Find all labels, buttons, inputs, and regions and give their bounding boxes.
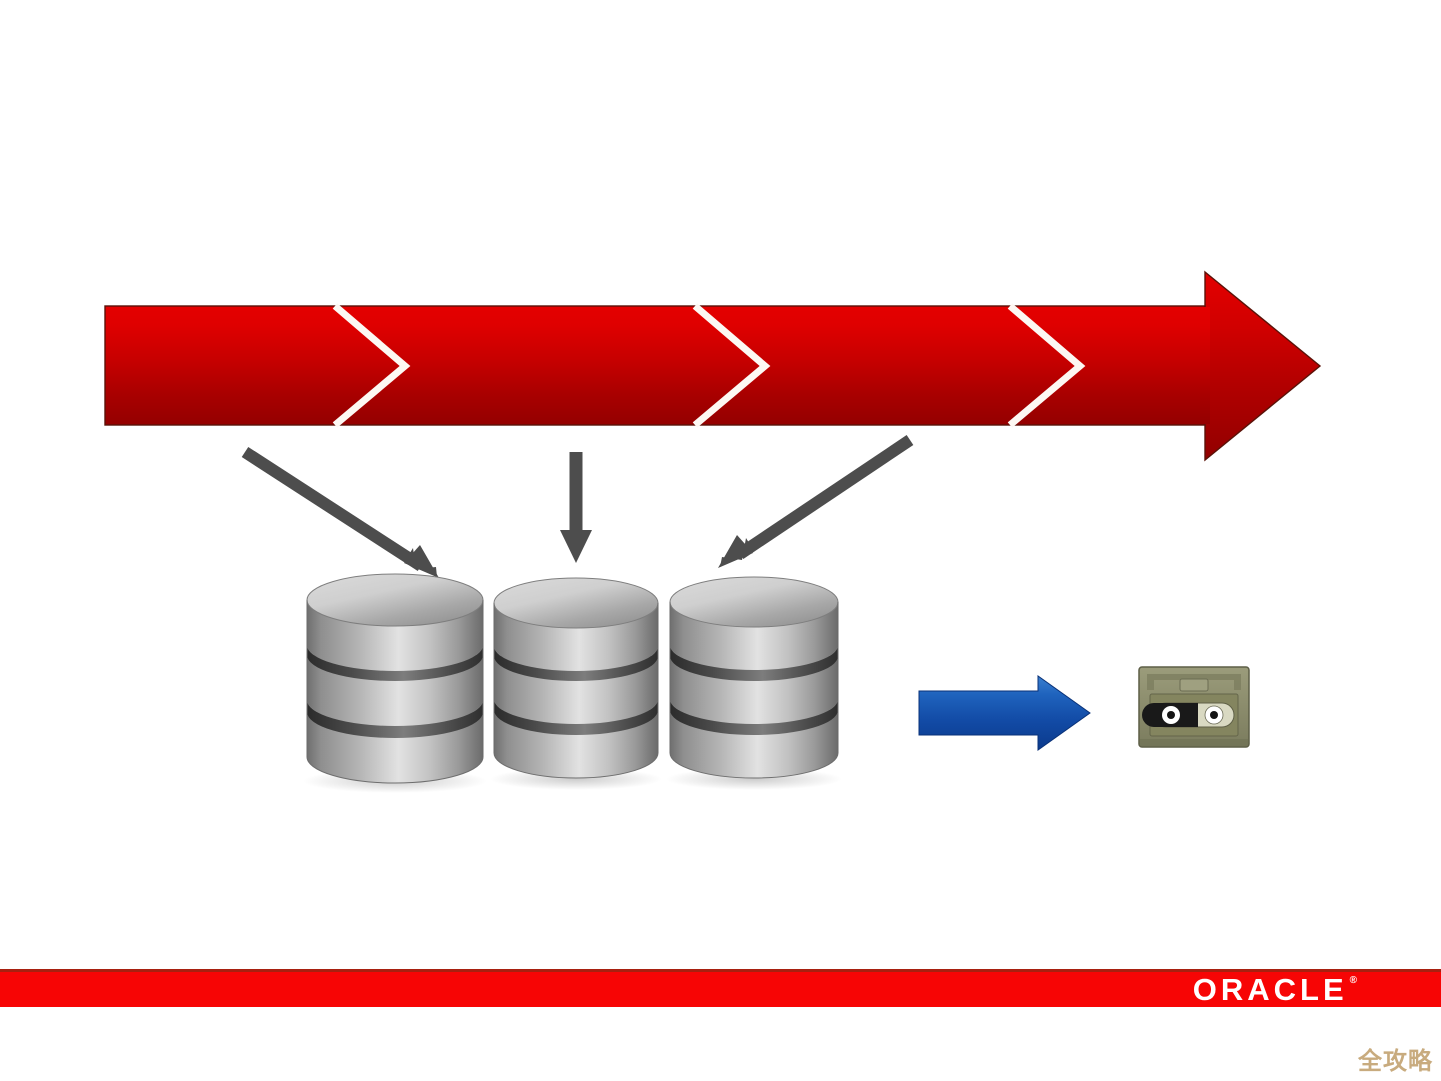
connector-arrows: [241, 435, 914, 578]
database-cylinder-2[interactable]: [490, 577, 662, 790]
database-cylinder-3[interactable]: [666, 576, 842, 790]
process-divider-1: [332, 303, 411, 428]
oracle-footer-band: [0, 969, 1441, 1007]
blue-backup-arrow[interactable]: [918, 675, 1091, 751]
watermark: 全攻略: [1358, 1047, 1433, 1075]
tape-cartridge[interactable]: [1138, 666, 1250, 748]
database-cylinder-1[interactable]: [303, 573, 487, 793]
process-arrow-dividers: [332, 303, 1086, 428]
red-process-arrow[interactable]: [104, 270, 1322, 462]
connector-arrow-left: [241, 446, 439, 578]
connector-arrow-right: [718, 435, 914, 568]
oracle-trademark-mark: ®: [1349, 975, 1357, 986]
oracle-logo-text: ORACLE: [1192, 971, 1348, 1007]
process-divider-2: [692, 303, 771, 428]
process-divider-3: [1007, 303, 1086, 428]
oracle-logo: ORACLE®: [1193, 971, 1357, 1007]
connector-arrow-center: [560, 452, 592, 563]
